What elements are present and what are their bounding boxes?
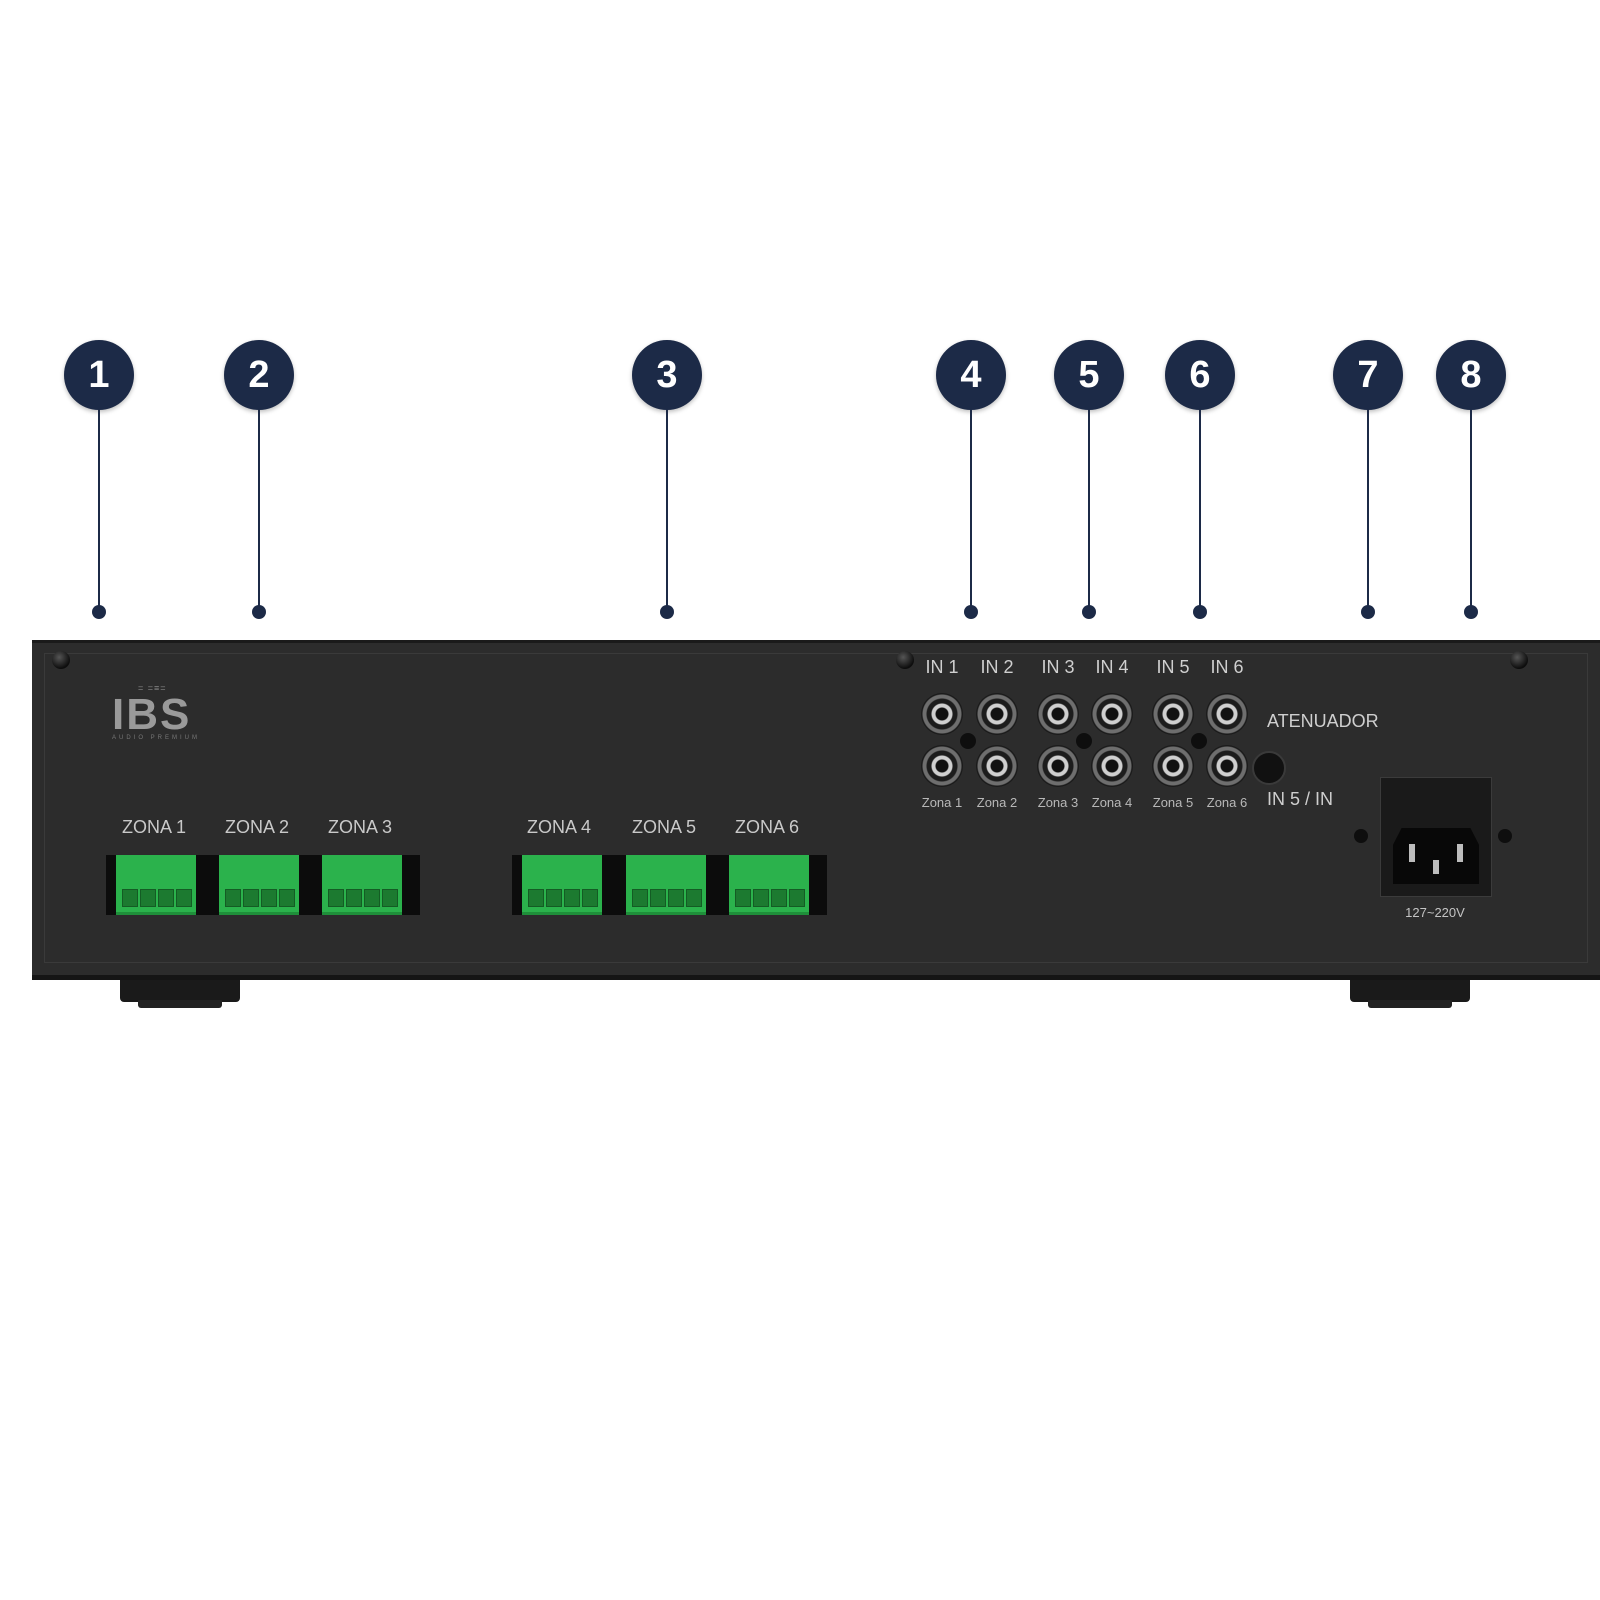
- callout-dot: [1464, 605, 1478, 619]
- rca-jack-zona-1[interactable]: [921, 745, 963, 787]
- callout-dot: [964, 605, 978, 619]
- callout-badge: 1: [64, 340, 134, 410]
- callout-dot: [1361, 605, 1375, 619]
- rca-jack-zona-2[interactable]: [976, 745, 1018, 787]
- device-foot-right: [1350, 978, 1470, 1008]
- rca-jack-in-6[interactable]: [1206, 693, 1248, 735]
- zone-label: ZONA 3: [327, 817, 393, 837]
- voltage-label: 127~220V: [1405, 905, 1465, 920]
- speaker-terminal-zona-2[interactable]: [209, 855, 317, 915]
- callout-badge: 5: [1054, 340, 1124, 410]
- screw-icon: [960, 733, 976, 749]
- rca-jack-in-2[interactable]: [976, 693, 1018, 735]
- speaker-terminal-zona-3[interactable]: [312, 855, 420, 915]
- screw-icon: [52, 651, 70, 669]
- screw-icon: [1354, 829, 1368, 843]
- in-switch-label: IN 5 / IN: [1267, 789, 1334, 809]
- speaker-terminal-zona-4[interactable]: [512, 855, 620, 915]
- zone-label: ZONA 2: [224, 817, 290, 837]
- input-label: IN 1: [925, 657, 959, 677]
- rca-jack-in-4[interactable]: [1091, 693, 1133, 735]
- logo-marks: = =≡=: [138, 683, 167, 693]
- speaker-terminal-zona-5[interactable]: [616, 855, 724, 915]
- speaker-terminal-zona-6[interactable]: [719, 855, 827, 915]
- callout-line: [1367, 405, 1369, 608]
- screw-icon: [1510, 651, 1528, 669]
- rca-zone-label: Zona 5: [1152, 795, 1194, 810]
- callout-dot: [92, 605, 106, 619]
- attenuator-label: ATENUADOR: [1267, 711, 1379, 731]
- zone-label: ZONA 4: [526, 817, 592, 837]
- device-foot-left: [120, 978, 240, 1008]
- input-label: IN 2: [980, 657, 1014, 677]
- amplifier-rear-panel: = =≡= IBS AUDIO PREMIUM ZONA 1 ZONA 2 ZO…: [32, 640, 1600, 980]
- rca-jack-in-1[interactable]: [921, 693, 963, 735]
- zone-label: ZONA 6: [734, 817, 800, 837]
- zone-label: ZONA 1: [121, 817, 187, 837]
- input-label: IN 4: [1095, 657, 1129, 677]
- callout-badge: 6: [1165, 340, 1235, 410]
- callout-line: [1088, 405, 1090, 608]
- callout-line: [98, 405, 100, 608]
- callout-line: [258, 405, 260, 608]
- input-label: IN 3: [1041, 657, 1075, 677]
- callout-line: [1199, 405, 1201, 608]
- input-label: IN 5: [1156, 657, 1190, 677]
- screw-icon: [1076, 733, 1092, 749]
- callout-dot: [252, 605, 266, 619]
- rca-zone-label: Zona 2: [976, 795, 1018, 810]
- rca-zone-label: Zona 6: [1206, 795, 1248, 810]
- rca-jack-zona-3[interactable]: [1037, 745, 1079, 787]
- rca-zone-label: Zona 4: [1091, 795, 1133, 810]
- callout-line: [970, 405, 972, 608]
- callout-dot: [660, 605, 674, 619]
- input-label: IN 6: [1210, 657, 1244, 677]
- in-switch-button[interactable]: [1252, 751, 1286, 785]
- brand-logo: = =≡= IBS AUDIO PREMIUM: [112, 683, 200, 741]
- callout-badge: 2: [224, 340, 294, 410]
- callout-line: [666, 405, 668, 608]
- callout-dot: [1193, 605, 1207, 619]
- logo-tagline: AUDIO PREMIUM: [112, 735, 201, 741]
- rca-zone-label: Zona 3: [1037, 795, 1079, 810]
- rca-jack-in-5[interactable]: [1152, 693, 1194, 735]
- rca-jack-zona-4[interactable]: [1091, 745, 1133, 787]
- rca-jack-zona-5[interactable]: [1152, 745, 1194, 787]
- rca-jack-zona-6[interactable]: [1206, 745, 1248, 787]
- screw-icon: [1191, 733, 1207, 749]
- rca-jack-in-3[interactable]: [1037, 693, 1079, 735]
- screw-icon: [896, 651, 914, 669]
- callout-line: [1470, 405, 1472, 608]
- rca-zone-label: Zona 1: [921, 795, 963, 810]
- callout-badge: 3: [632, 340, 702, 410]
- panel-edge: [44, 653, 1588, 963]
- callout-dot: [1082, 605, 1096, 619]
- speaker-terminal-zona-1[interactable]: [106, 855, 214, 915]
- callout-badge: 7: [1333, 340, 1403, 410]
- power-inlet[interactable]: [1380, 777, 1492, 897]
- callout-badge: 4: [936, 340, 1006, 410]
- zone-label: ZONA 5: [631, 817, 697, 837]
- screw-icon: [1498, 829, 1512, 843]
- callout-badge: 8: [1436, 340, 1506, 410]
- logo-brand: IBS: [112, 690, 192, 739]
